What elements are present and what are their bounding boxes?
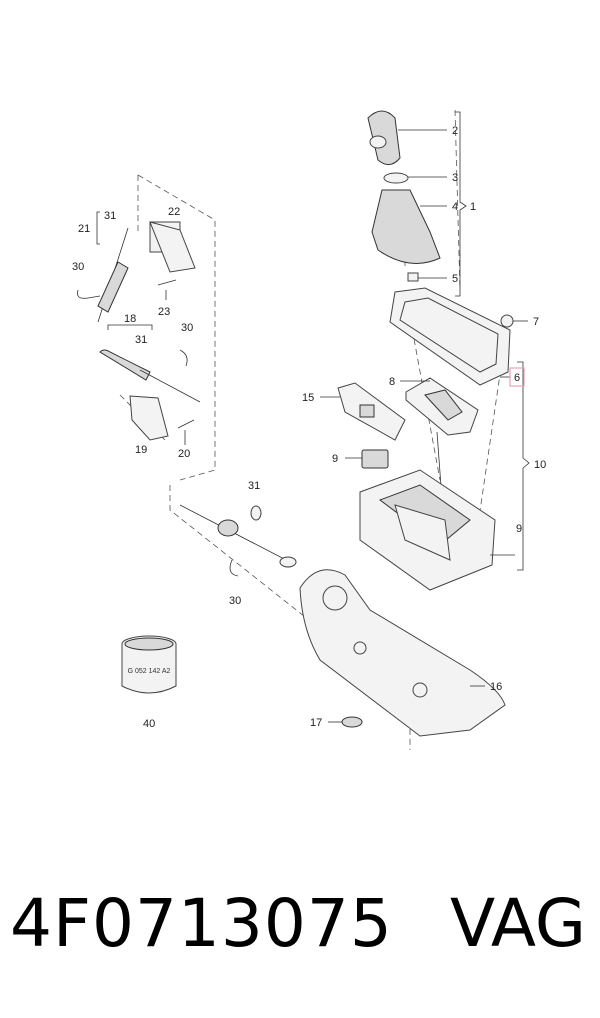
callout-19: 19 <box>135 444 147 456</box>
callout-7: 7 <box>533 316 539 328</box>
callout-9-switch: 9 <box>332 453 338 465</box>
callout-8: 8 <box>389 376 395 388</box>
part-number: 4F0713075 <box>10 885 393 962</box>
bracket-19 <box>129 395 169 441</box>
callout-21: 21 <box>78 223 90 235</box>
selector-switch <box>345 449 389 469</box>
callout-15: 15 <box>302 392 314 404</box>
base-plate <box>299 569 506 737</box>
callout-23: 23 <box>158 306 170 318</box>
callout-31-lower: 31 <box>248 480 260 492</box>
gear-knob <box>367 110 447 165</box>
washer <box>328 716 363 728</box>
ring-marking: G 052 142 A2 <box>128 668 171 675</box>
brand-name: VAG <box>449 885 586 962</box>
callout-40: 40 <box>143 718 155 730</box>
selector-cable-upper <box>97 221 196 323</box>
brace-21 <box>96 211 100 245</box>
callout-30-middle: 30 <box>181 322 193 334</box>
exploded-parts-diagram: G 052 142 A2 2 3 4 1 5 6 7 8 9 9 10 15 1… <box>72 109 546 750</box>
callout-3: 3 <box>452 172 458 184</box>
selector-cable-lower <box>179 504 297 577</box>
callout-6: 6 <box>514 372 520 384</box>
brace-10 <box>517 361 530 571</box>
trim-frame <box>389 287 511 386</box>
brace-18 <box>107 324 153 330</box>
bolt-23 <box>157 279 177 300</box>
callout-10: 10 <box>534 459 546 471</box>
callout-31-middle: 31 <box>135 334 147 346</box>
shift-boot <box>371 189 447 264</box>
selector-cable-middle <box>99 349 201 403</box>
callout-17: 17 <box>310 717 322 729</box>
nut <box>500 314 528 328</box>
shift-mechanism-housing <box>359 431 515 591</box>
callout-9-housing: 9 <box>516 523 522 535</box>
sleeve-ring: G 052 142 A2 <box>121 635 177 694</box>
boot-clip <box>407 272 447 282</box>
cover-plate <box>400 377 479 436</box>
callout-2: 2 <box>452 125 458 137</box>
bolt-20 <box>177 419 195 445</box>
callout-20: 20 <box>178 448 190 460</box>
brace-1 <box>455 111 467 297</box>
callout-18: 18 <box>124 313 136 325</box>
callout-16: 16 <box>490 681 502 693</box>
callout-30-upper: 30 <box>72 261 84 273</box>
callout-1: 1 <box>470 201 476 213</box>
knob-ring <box>383 172 447 184</box>
callout-30-lower: 30 <box>229 595 241 607</box>
callout-4: 4 <box>452 201 458 213</box>
callout-22: 22 <box>168 206 180 218</box>
clip-30-upper <box>77 289 101 299</box>
callout-5: 5 <box>452 273 458 285</box>
callout-31-upper: 31 <box>104 210 116 222</box>
callout-6-highlight-box <box>509 367 525 387</box>
selector-bracket <box>320 382 406 441</box>
